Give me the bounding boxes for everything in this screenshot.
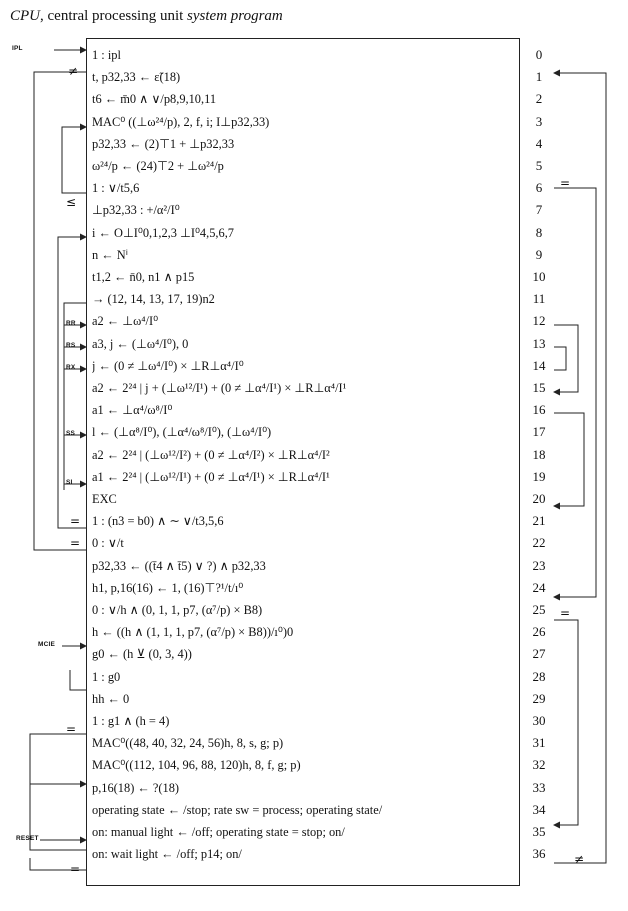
line-number: 30 <box>532 713 546 728</box>
line-number: 13 <box>532 336 546 351</box>
program-line: 1 : ∨/t5,6 <box>92 181 140 195</box>
program-box <box>86 38 520 886</box>
line-number: 8 <box>535 225 543 240</box>
line-number: 2 <box>535 91 543 106</box>
line-number: 27 <box>532 646 546 661</box>
equal-mark: = <box>70 536 81 550</box>
program-line: i ← O⊥I⁰0,1,2,3 ⊥I⁰4,5,6,7 <box>92 226 234 240</box>
program-line: on: wait light ← /off; p14; on/ <box>92 847 242 861</box>
ipl-label: IPL <box>12 45 23 52</box>
line-number: 24 <box>532 580 546 595</box>
program-line: p32,33 ← (2)⊤1 + ⊥p32,33 <box>92 137 235 151</box>
line-number: 15 <box>532 380 546 395</box>
mcie-label: MCIE <box>38 641 56 648</box>
line-number: 1 <box>535 69 543 84</box>
line-number: 25 <box>532 602 546 617</box>
program-line: a3, j ← (⊥ω⁴/I⁰), 0 <box>92 337 189 351</box>
title-tail: system program <box>187 8 283 24</box>
program-line: a2 ← 2²⁴ | (⊥ω¹²/I²) + (0 ≠ ⊥α⁴/I²) × ⊥R… <box>92 448 330 462</box>
not-equal-mark: ≠ <box>574 852 585 866</box>
program-line: p32,33 ← ((t̄4 ∧ t̄5) ∨ ?) ∧ p32,33 <box>92 559 266 573</box>
line-number: 31 <box>532 735 546 750</box>
line-number: 22 <box>532 535 546 550</box>
equal-mark: = <box>560 176 571 190</box>
line-number: 21 <box>532 513 546 528</box>
line-number: 18 <box>532 447 546 462</box>
line-number: 7 <box>535 202 543 217</box>
program-line: MAC⁰ ((⊥ω²⁴/p), 2, f, i; I⊥p32,33) <box>92 115 270 129</box>
program-line: MAC⁰((112, 104, 96, 88, 120)h, 8, f, g; … <box>92 758 301 772</box>
program-line: a1 ← ⊥α⁴/ω⁸/I⁰ <box>92 403 173 417</box>
less-equal-mark: ≤ <box>66 195 77 209</box>
program-line: 1 : (n3 = b0) ∧ ∼ ∨/t3,5,6 <box>92 514 224 528</box>
program-line: 1 : ipl <box>92 48 121 62</box>
page-title: CPU, central processing unit system prog… <box>10 8 283 25</box>
line-number: 11 <box>532 291 546 306</box>
program-line: 0 : ∨/t <box>92 536 124 550</box>
line-number: 3 <box>535 114 543 129</box>
program-line: h ← ((h ∧ (1, 1, 1, p7, (α⁷/p) × B8))/ı⁰… <box>92 625 294 639</box>
line-number: 0 <box>535 47 543 62</box>
program-line: on: manual light ← /off; operating state… <box>92 825 345 839</box>
program-line: h1, p,16(16) ← 1, (16)⊤?¹/t/ı⁰ <box>92 581 244 595</box>
line-number: 23 <box>532 558 546 573</box>
title-rest: , central processing unit <box>40 8 188 24</box>
line-number: 20 <box>532 491 546 506</box>
program-line: EXC <box>92 492 117 506</box>
program-line: operating state ← /stop; rate sw = proce… <box>92 803 383 817</box>
program-line: a1 ← 2²⁴ | (⊥ω¹²/I¹) + (0 ≠ ⊥α⁴/I¹) × ⊥R… <box>92 470 330 484</box>
line-number: 26 <box>532 624 546 639</box>
program-line: ⊥p32,33 : +/α²/I⁰ <box>92 203 180 217</box>
rr-label: RR <box>66 320 76 327</box>
rx-label: RX <box>66 364 76 371</box>
line-number: 36 <box>532 846 546 861</box>
line-number: 16 <box>532 402 546 417</box>
program-line: t, p32,33 ← ε̃(18) <box>92 70 181 84</box>
line-number: 32 <box>532 757 546 772</box>
program-line: l ← (⊥α⁸/I⁰), (⊥α⁴/ω⁸/I⁰), (⊥ω⁴/I⁰) <box>92 425 272 439</box>
title-abbr: CPU <box>10 8 40 24</box>
reset-label: RESET <box>16 835 39 842</box>
not-equal-mark: ≠ <box>68 64 79 78</box>
equal-mark: = <box>70 862 81 876</box>
line-number: 34 <box>532 802 546 817</box>
program-line: hh ← 0 <box>92 692 130 706</box>
program-line: p,16(18) ← ?(18) <box>92 781 180 795</box>
program-line: 1 : g0 <box>92 670 121 684</box>
program-line: g0 ← (h ⊻ (0, 3, 4)) <box>92 647 192 661</box>
line-number: 29 <box>532 691 546 706</box>
program-line: j ← (0 ≠ ⊥ω⁴/I⁰) × ⊥R⊥α⁴/I⁰ <box>92 359 244 373</box>
rs-label: RS <box>66 342 76 349</box>
equal-mark: = <box>560 606 571 620</box>
program-line: a2 ← ⊥ω⁴/I⁰ <box>92 314 159 328</box>
program-line: → (12, 14, 13, 17, 19)n2 <box>92 292 215 306</box>
line-number: 17 <box>532 424 546 439</box>
program-line: a2 ← 2²⁴ | j + (⊥ω¹²/I¹) + (0 ≠ ⊥α⁴/I¹) … <box>92 381 347 395</box>
ss-label: SS <box>66 430 76 437</box>
equal-mark: = <box>66 722 77 736</box>
line-number: 9 <box>535 247 543 262</box>
line-number: 12 <box>532 313 546 328</box>
line-number: 6 <box>535 180 543 195</box>
program-line: MAC⁰((48, 40, 32, 24, 56)h, 8, s, g; p) <box>92 736 284 750</box>
program-line: 1 : g1 ∧ (h = 4) <box>92 714 170 728</box>
equal-mark: = <box>70 514 81 528</box>
line-number: 19 <box>532 469 546 484</box>
line-number: 33 <box>532 780 546 795</box>
si-label: SI <box>66 479 73 486</box>
program-line: t1,2 ← n̄0, n1 ∧ p15 <box>92 270 195 284</box>
line-number: 35 <box>532 824 546 839</box>
line-number: 10 <box>532 269 546 284</box>
line-number: 14 <box>532 358 546 373</box>
line-number: 4 <box>535 136 543 151</box>
program-line: n ← Nⁱ <box>92 248 128 262</box>
line-number: 28 <box>532 669 546 684</box>
program-line: t6 ← m̄0 ∧ ∨/p8,9,10,11 <box>92 92 217 106</box>
program-line: 0 : ∨/h ∧ (0, 1, 1, p7, (α⁷/p) × B8) <box>92 603 263 617</box>
program-line: ω²⁴/p ← (24)⊤2 + ⊥ω²⁴/p <box>92 159 224 173</box>
line-number: 5 <box>535 158 543 173</box>
